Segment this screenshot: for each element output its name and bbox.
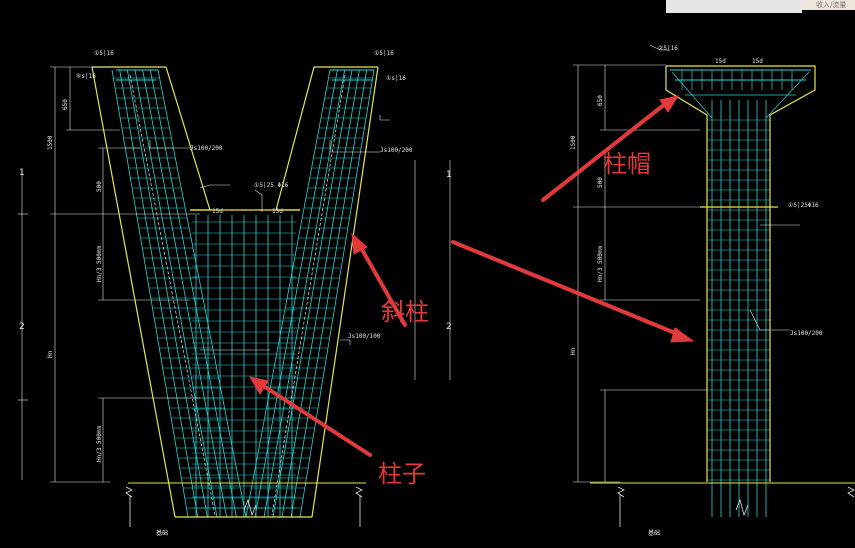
dim-right-hn: Hn <box>570 347 577 355</box>
note-left-top-b: ⑥s|16 <box>76 73 96 80</box>
top-overlay-panel <box>666 0 802 13</box>
dim-left-650: 650 <box>62 99 69 110</box>
dim-left-hn: Hn <box>47 350 54 358</box>
note-left-top-a: ①5|16 <box>94 50 114 57</box>
dim-right-500: 500 <box>597 177 604 188</box>
callout-arrows <box>248 95 695 457</box>
dim-left-hn3-b: Hn/3 500mm <box>96 425 103 462</box>
top-overlay-label: 收入/流量 <box>802 0 855 10</box>
note-mid: ①5|25 Φ16 <box>254 182 289 189</box>
dimension-lines <box>18 64 707 483</box>
note-right-mid: ①5|25Φ16 <box>788 202 819 209</box>
note-cap-top: ②5|16 <box>658 45 678 52</box>
v-column-rebar-grid <box>111 69 375 518</box>
axis-label-2-right: 2 <box>446 322 452 332</box>
capped-column-rebar-grid <box>670 69 811 517</box>
dim-15d-b: 15d <box>272 208 283 215</box>
axis-label-2-left: 2 <box>19 322 25 332</box>
label-inclined-column: 斜柱 <box>381 298 429 326</box>
dim-left-1500: 1500 <box>47 135 54 150</box>
v-column-inner-dashed <box>129 74 346 516</box>
dim-right-650: 650 <box>597 95 604 106</box>
axis-label-1-left: 1 <box>19 168 25 178</box>
label-column-cap: 柱帽 <box>603 150 651 178</box>
note-right-top-a: ①5|16 <box>374 50 394 57</box>
note-stirrup-c: Js100/100 <box>348 333 381 340</box>
axis-label-1-right: 1 <box>446 170 452 180</box>
dim-left-hn3-a: Hn/3 500mm <box>96 245 103 282</box>
label-column: 柱子 <box>378 460 426 488</box>
dim-right-1500: 1500 <box>570 135 577 150</box>
note-stirrup-b: Js100/200 <box>380 147 413 154</box>
note-bottom-left: 基础 <box>156 530 169 537</box>
note-right-stirrup: Js100/200 <box>790 330 823 337</box>
break-lines <box>125 486 855 527</box>
dim-right-hn3: Hn/3 500mm <box>597 245 604 282</box>
dim-15d-a: 15d <box>212 208 223 215</box>
dim-left-500: 500 <box>96 181 103 192</box>
dim-15d-c: 15d <box>715 58 726 65</box>
capped-column-outline <box>665 65 816 482</box>
dim-15d-d: 15d <box>752 58 763 65</box>
note-stirrup-a: Js100/200 <box>190 145 223 152</box>
leader-lines <box>149 44 800 351</box>
note-bottom-right: 基础 <box>648 530 661 537</box>
v-column-outline <box>91 66 379 518</box>
note-right-top-b: ①s|16 <box>386 75 406 82</box>
